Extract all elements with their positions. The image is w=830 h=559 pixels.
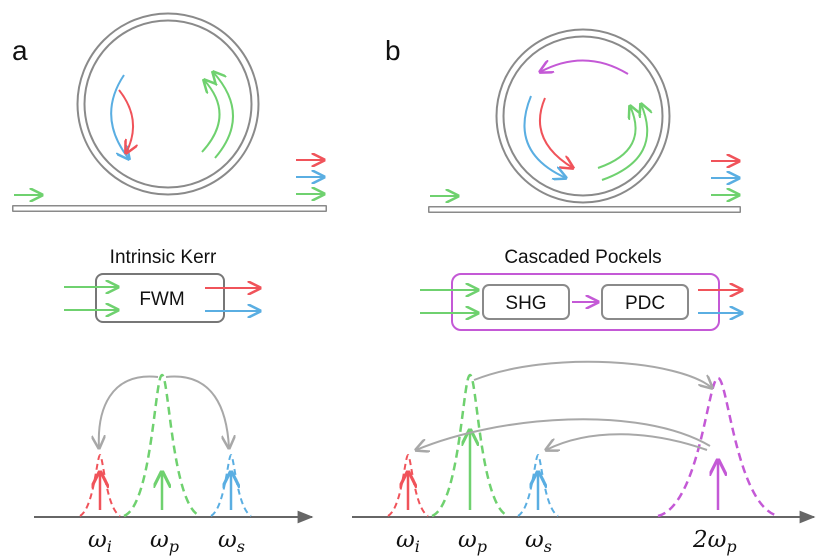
ring-signal-arrow-a (110, 74, 129, 159)
omega-p-label-b: ωp (458, 527, 487, 556)
ring-pump-arrow-a2 (213, 72, 234, 159)
fwm-label: FWM (139, 289, 184, 310)
pump-lorentzian-a (123, 373, 201, 518)
mechanism-title-b: Cascaded Pockels (504, 247, 661, 268)
pdc-signal-transfer-arrow (546, 433, 708, 450)
second-harmonic-lorentzian-b (657, 376, 779, 518)
mechanism-title-a: Intrinsic Kerr (110, 247, 217, 268)
ring-resonator-b (495, 28, 671, 204)
shg-box (482, 284, 570, 320)
ring-pump-arrow-b2 (601, 104, 647, 181)
spectrum-b: ωi ωp ωs 2ωp (352, 360, 816, 556)
spectrum-a: ωi ωp ωs (34, 373, 314, 556)
ring-second-harmonic-arrow-b (540, 59, 629, 75)
signal-lorentzian-a (210, 453, 252, 517)
pdc-box (601, 284, 689, 320)
fwm-transfer-arrow-right (165, 375, 229, 448)
pdc-idler-transfer-arrow (416, 418, 711, 450)
signal-lorentzian-b (517, 453, 559, 517)
omega-s-label-a: ωs (218, 527, 245, 556)
ring-pump-arrow-b1 (597, 106, 636, 169)
omega-s-label-b: ωs (525, 527, 552, 556)
two-omega-p-label-b: 2ωp (692, 527, 737, 556)
shg-transfer-arrow (473, 360, 712, 388)
panel-b: b Cascaded Pockels SHG PDC (352, 28, 816, 556)
panel-b-label: b (385, 35, 401, 66)
shg-label: SHG (505, 293, 546, 314)
cascaded-pockels-box (451, 273, 720, 331)
ring-pump-arrow-a1 (202, 80, 221, 153)
pump-lorentzian-b (431, 373, 509, 518)
pdc-label: PDC (625, 293, 665, 314)
panel-a: a Intrinsic Kerr FWM (12, 12, 327, 556)
panel-a-label: a (12, 35, 28, 66)
ring-idler-arrow-b (538, 97, 573, 168)
ring-signal-arrow-b (523, 95, 566, 178)
fwm-transfer-arrow-left (99, 375, 159, 448)
omega-p-label-a: ωp (150, 527, 179, 556)
idler-lorentzian-a (79, 453, 121, 517)
bus-waveguide-b (428, 206, 741, 213)
idler-lorentzian-b (387, 453, 429, 517)
ring-resonator-a (76, 12, 260, 196)
ring-idler-arrow-a (118, 89, 133, 153)
fwm-box (95, 273, 225, 323)
omega-i-label-b: ωi (396, 527, 420, 556)
omega-i-label-a: ωi (88, 527, 112, 556)
bus-waveguide-a (12, 205, 327, 212)
